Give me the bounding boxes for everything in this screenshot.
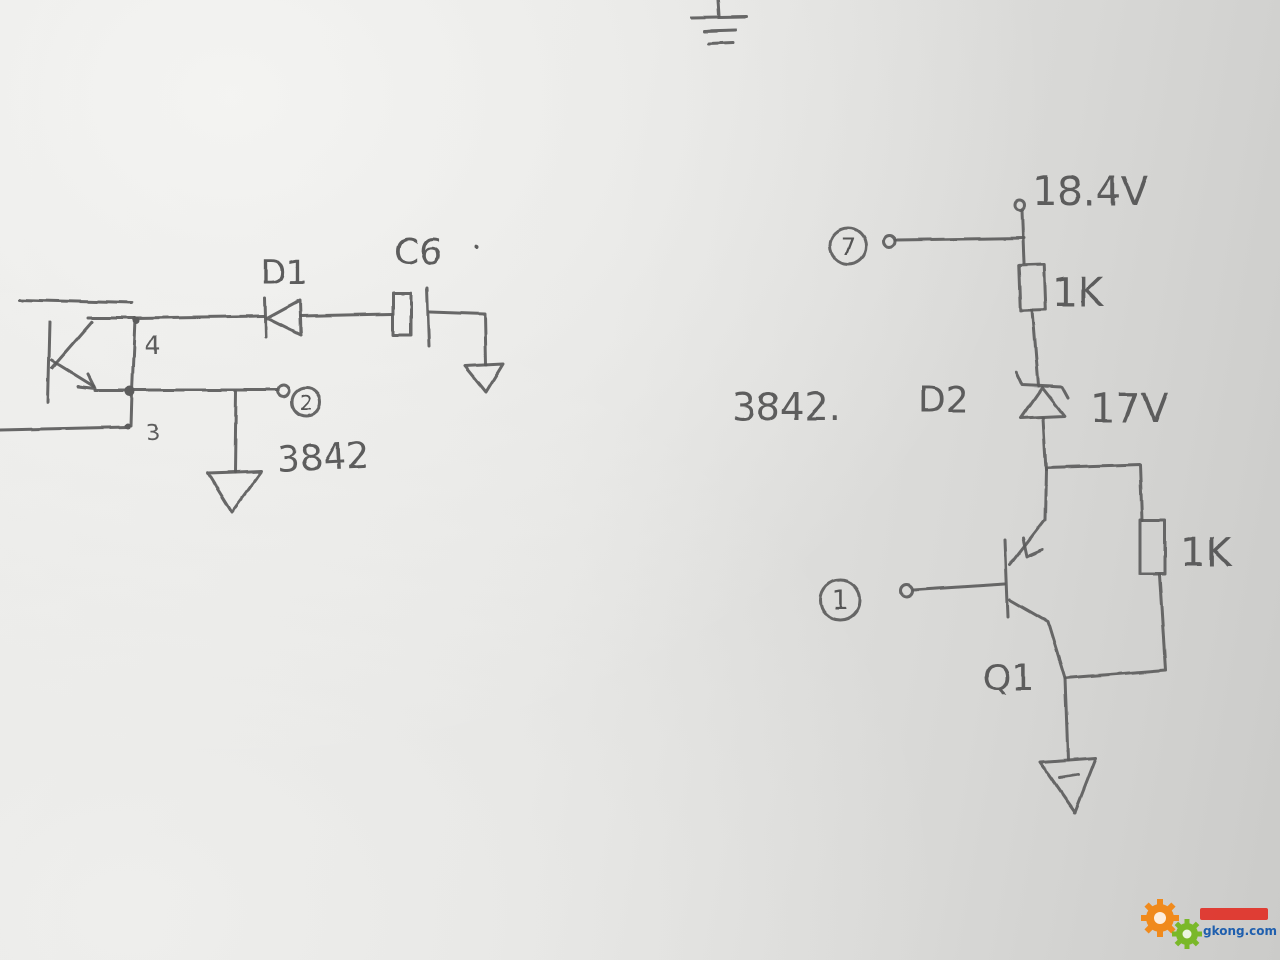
resistor-top: [1017, 263, 1048, 312]
top-ground-lead: [716, 0, 721, 18]
capacitor-label-dot: [474, 244, 478, 248]
capacitor-ground-symbol: [463, 362, 505, 394]
transistor-q1-emitter-arrow: [1021, 536, 1045, 559]
node-2-label: 2: [300, 391, 313, 415]
supply-terminal: [1013, 198, 1027, 212]
pin-3-dot: [125, 423, 131, 429]
right-chip-label: 3842.: [732, 385, 841, 429]
pin-4-label: 4: [144, 331, 161, 361]
green-gear-icon: [1172, 919, 1202, 949]
capacitor-c6-plate-box: [391, 291, 413, 337]
node-2-circle: [290, 386, 322, 418]
wire-side-resistor-return: [1063, 573, 1168, 680]
resistor-side-label: 1K: [1180, 530, 1233, 576]
zener-voltage-label: 17V: [1090, 386, 1169, 432]
phototransistor: [46, 316, 137, 428]
bottom-external-wire: [0, 425, 130, 432]
left-circuit: 4 3 D1 C6 2 3842: [0, 232, 505, 514]
top-external-wire: [18, 298, 134, 305]
orange-gear-icon: [1141, 899, 1179, 937]
node-7-circle: [828, 226, 868, 266]
left-chip-label: 3842: [276, 435, 370, 481]
wire-to-diode: [134, 314, 266, 320]
wire-to-side-resistor: [1044, 463, 1144, 522]
supply-voltage-label: 18.4V: [1032, 169, 1149, 215]
transistor-q1: [1003, 468, 1070, 762]
top-ground-bar-1: [690, 15, 748, 20]
node-1-circle: [818, 578, 862, 622]
top-ground-bar-2: [702, 28, 738, 33]
watermark-site: gkong.com: [1203, 924, 1277, 938]
right-ground-symbol: [1038, 756, 1098, 814]
phototransistor-collector: [50, 320, 94, 370]
zener-d2: [1014, 370, 1070, 420]
phototransistor-emitter: [50, 358, 96, 388]
top-ground-symbol: [690, 0, 748, 45]
transistor-q1-emitter: [1008, 468, 1048, 567]
wire-capacitor-to-ground: [428, 310, 488, 367]
pin-3-label: 3: [146, 421, 160, 446]
wire-diode-to-capacitor: [299, 312, 394, 318]
watermark-logo-wordmark: [1200, 908, 1268, 920]
diode-d1-triangle: [265, 298, 303, 337]
right-ground-inner-line: [1058, 773, 1080, 780]
wire-node-1-to-base: [912, 582, 1007, 592]
zener-d2-label: D2: [918, 380, 969, 421]
node-2-terminal: [275, 383, 291, 399]
diode-d1-cathode-bar: [263, 296, 268, 339]
node-1-terminal: [899, 583, 915, 599]
phototransistor-arrow: [76, 372, 97, 390]
resistor-side: [1138, 518, 1167, 576]
capacitor-c6-label: C6: [394, 232, 442, 273]
diode-d1-label: D1: [260, 253, 308, 293]
left-ground-symbol: [206, 469, 264, 514]
transistor-q1-label: Q1: [983, 658, 1034, 699]
wire-to-left-ground: [233, 390, 238, 474]
node-7-terminal: [882, 233, 898, 249]
right-circuit: 18.4V 7 1K 3842. D2 17V 1K Q1: [732, 169, 1233, 814]
wire-node-7-to-supply: [894, 236, 1026, 242]
zener-d2-cathode-bar: [1014, 370, 1070, 400]
phototransistor-base-bar: [46, 320, 52, 404]
zener-d2-triangle: [1019, 386, 1066, 420]
capacitor-c6: [391, 286, 431, 348]
supply-vertical-wire: [1020, 208, 1026, 265]
watermark-logo: gkong.com: [1141, 899, 1277, 949]
node-1-label: 1: [832, 586, 849, 616]
transistor-q1-base-bar: [1003, 538, 1010, 619]
capacitor-c6-plate: [425, 286, 431, 348]
wire-resistor-to-zener: [1030, 308, 1040, 388]
resistor-top-label: 1K: [1052, 270, 1105, 316]
transistor-q1-collector: [1008, 598, 1070, 762]
wire-zener-to-emitter: [1041, 416, 1048, 472]
diode-d1: [263, 296, 303, 339]
top-ground-bar-3: [707, 40, 735, 45]
node-7-label: 7: [840, 233, 855, 261]
pin-bus-vertical: [129, 316, 137, 428]
